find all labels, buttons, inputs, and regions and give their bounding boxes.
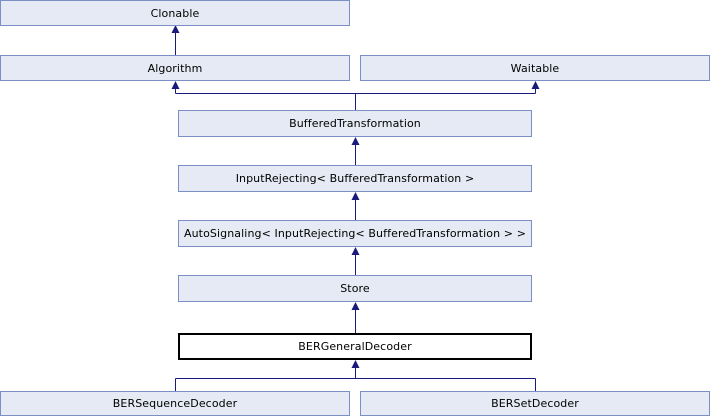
node-clonable-label: Clonable (150, 6, 200, 20)
edge-store-to-auto-signaling (351, 247, 360, 275)
node-ber-sequence-decoder[interactable]: BERSequenceDecoder (0, 391, 350, 416)
node-algorithm[interactable]: Algorithm (0, 55, 350, 81)
edge-buffered-transformation-to-algorithm (171, 81, 180, 94)
node-auto-signaling[interactable]: AutoSignaling< InputRejecting< BufferedT… (178, 220, 532, 247)
node-waitable-label: Waitable (510, 61, 560, 75)
node-waitable[interactable]: Waitable (360, 55, 710, 81)
node-ber-general-decoder[interactable]: BERGeneralDecoder (178, 333, 532, 360)
node-ber-set-decoder-label: BERSetDecoder (491, 397, 579, 410)
edge-buffered-transformation-riser (175, 92, 536, 110)
node-input-rejecting[interactable]: InputRejecting< BufferedTransformation > (178, 165, 532, 192)
node-buffered-transformation-label: BufferedTransformation (289, 117, 421, 130)
node-clonable[interactable]: Clonable (0, 0, 350, 26)
edge-ber-general-decoder-children-riser (175, 360, 536, 380)
edge-auto-signaling-to-input-rejecting (351, 192, 360, 220)
node-ber-set-decoder[interactable]: BERSetDecoder (360, 391, 710, 416)
node-store[interactable]: Store (178, 275, 532, 302)
edge-algorithm-to-clonable (171, 25, 180, 55)
edge-ber-general-decoder-to-store (351, 302, 360, 333)
edge-buffered-transformation-to-waitable (531, 81, 540, 94)
edge-input-rejecting-to-buffered-transformation (351, 137, 360, 165)
node-buffered-transformation[interactable]: BufferedTransformation (178, 110, 532, 137)
node-ber-general-decoder-label: BERGeneralDecoder (298, 340, 412, 353)
node-algorithm-label: Algorithm (147, 61, 203, 75)
node-ber-sequence-decoder-label: BERSequenceDecoder (112, 397, 238, 410)
node-store-label: Store (340, 282, 370, 295)
node-auto-signaling-label: AutoSignaling< InputRejecting< BufferedT… (183, 227, 527, 240)
node-input-rejecting-label: InputRejecting< BufferedTransformation > (235, 172, 475, 185)
